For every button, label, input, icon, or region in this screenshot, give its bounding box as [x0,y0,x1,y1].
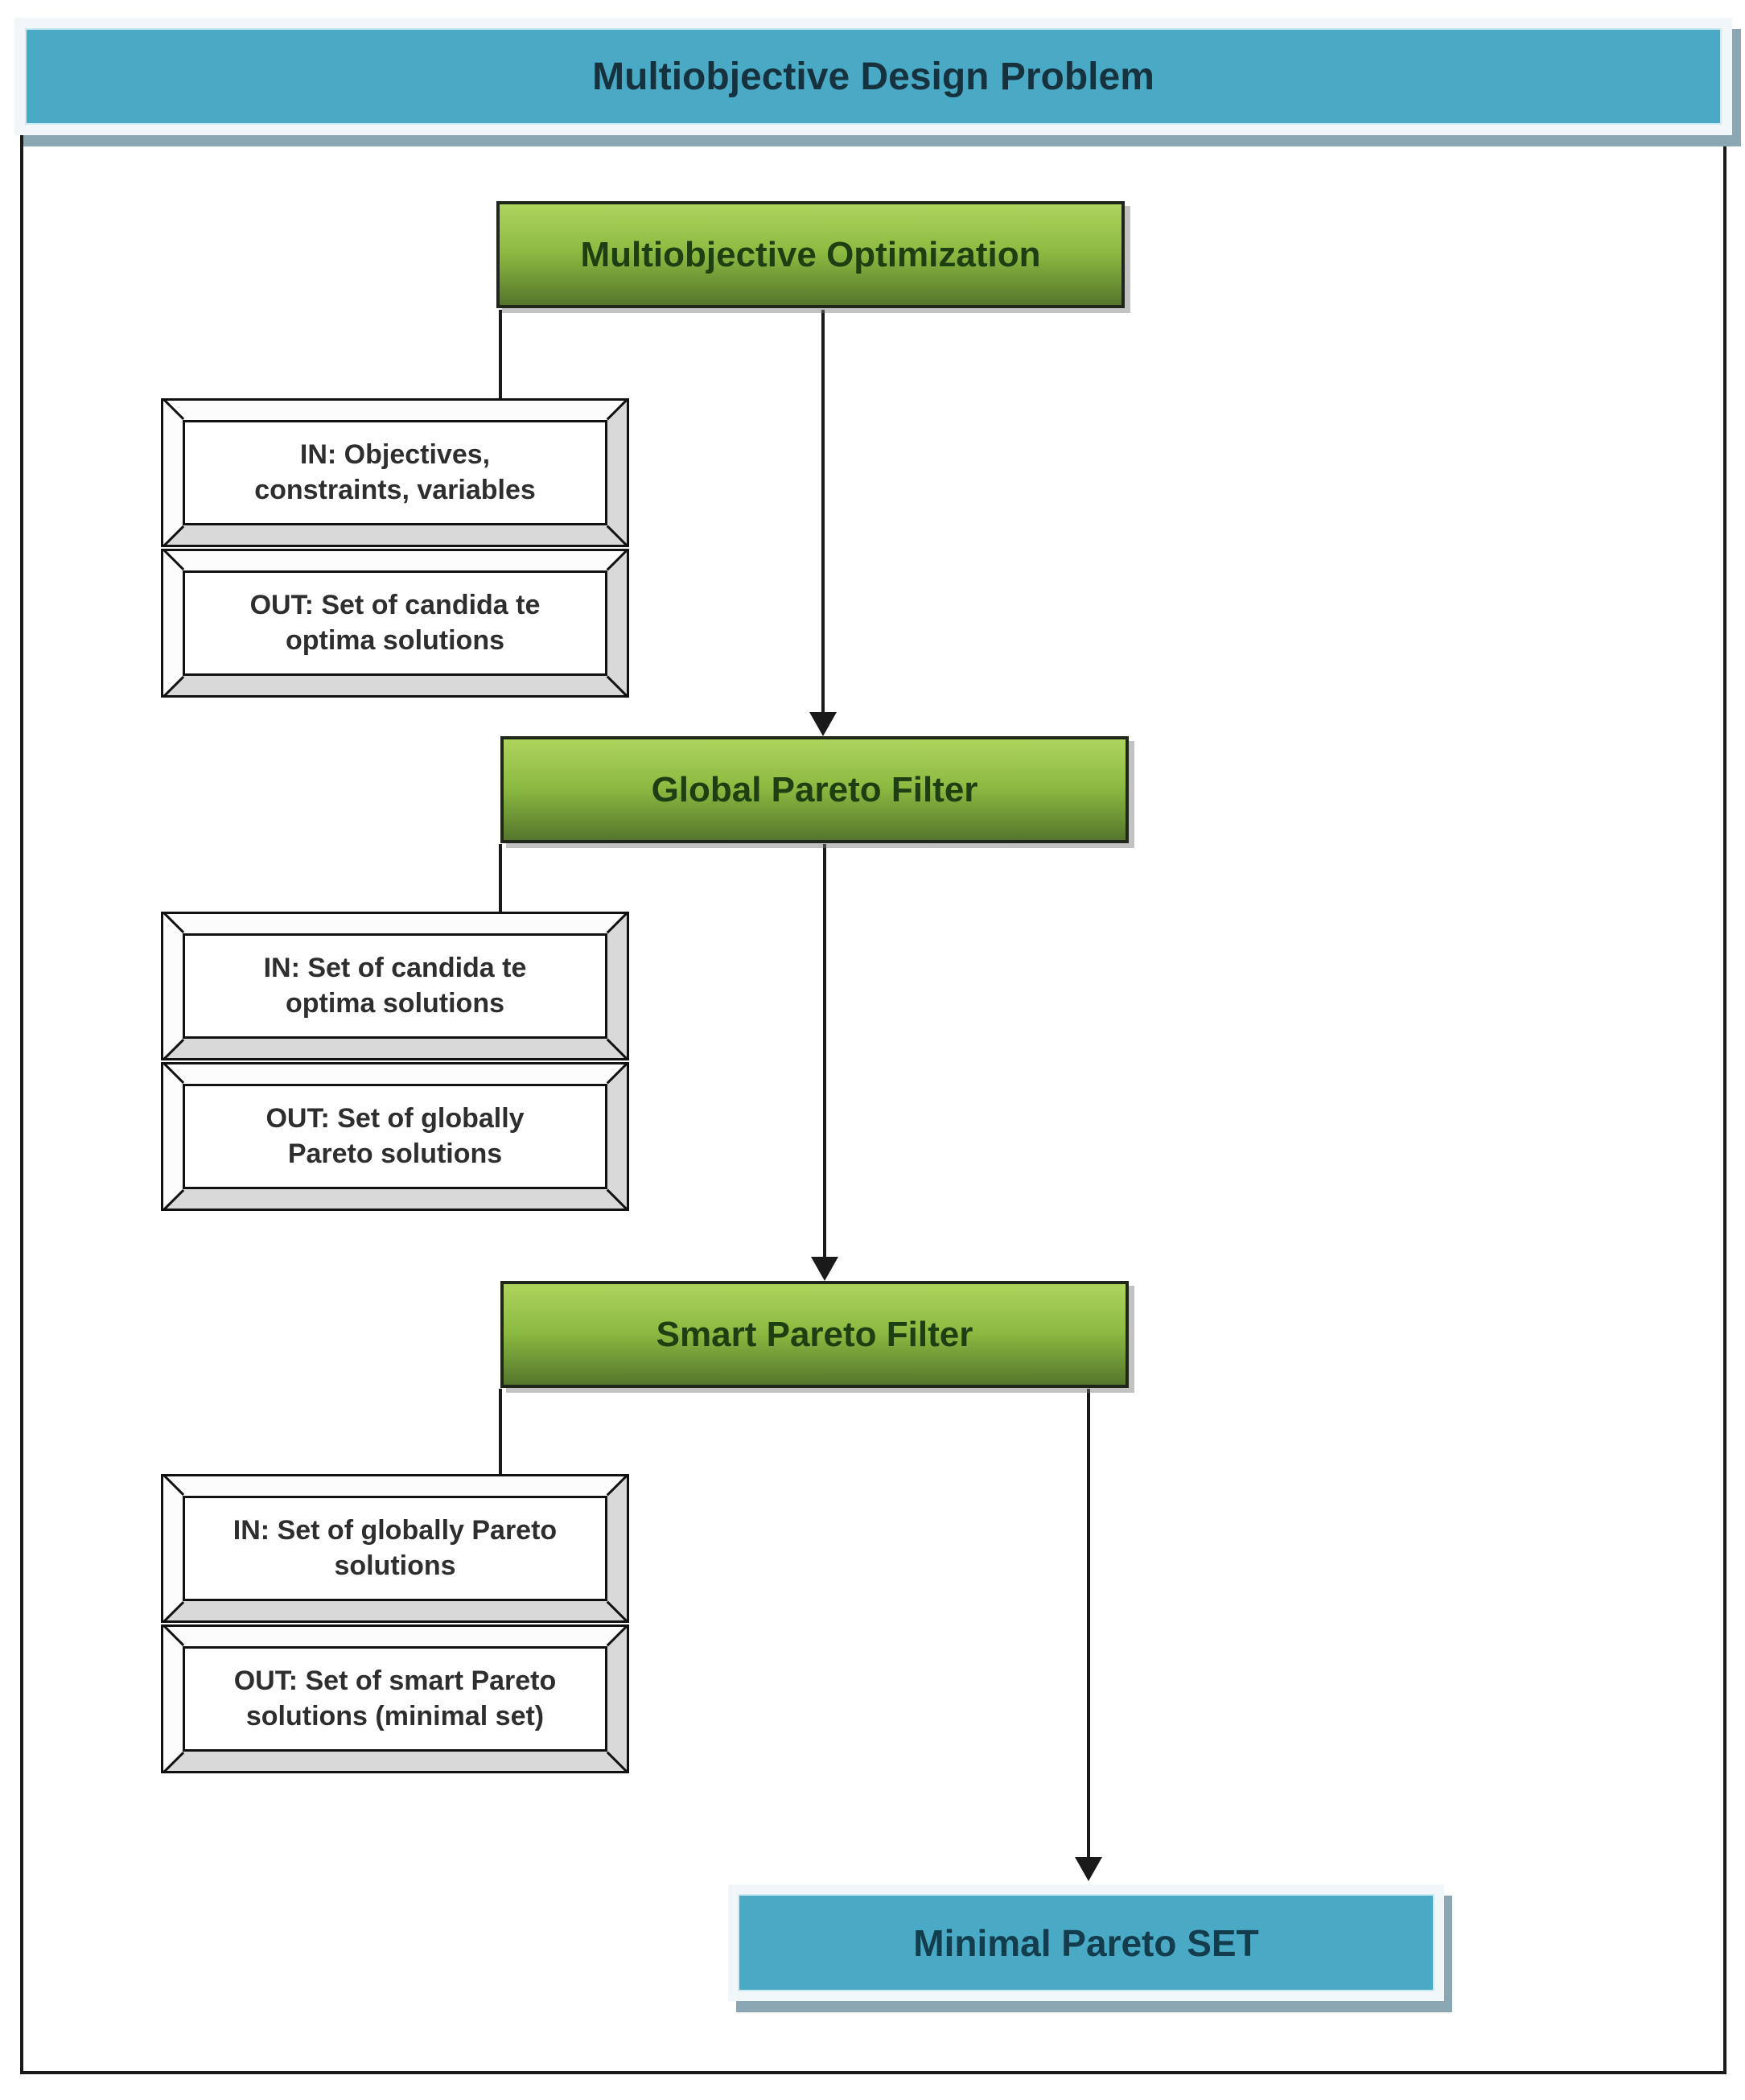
node-label: Minimal Pareto SET [913,1921,1259,1964]
io-box-text: IN: Set of globally Pareto solutions [183,1496,607,1601]
node-minimal-pareto-set: Minimal Pareto SET [728,1884,1444,2001]
io-box-out-2: OUT: Set of globally Pareto solutions [161,1062,629,1211]
node-smart-pareto-filter: Smart Pareto Filter [500,1281,1129,1388]
io-box-in-2: IN: Set of candida te optima solutions [161,912,629,1060]
connector-line [499,310,502,400]
io-box-bevel [163,1627,627,1771]
connector-line [821,310,825,714]
connector-line [1087,1389,1090,1857]
io-box-bevel [163,1476,627,1620]
node-label: Multiobjective Optimization [580,234,1041,274]
node-label: Smart Pareto Filter [656,1314,973,1354]
io-box-text: IN: Set of candida te optima solutions [183,933,607,1039]
connector-line [823,844,826,1257]
node-label: Global Pareto Filter [651,769,978,809]
result-node-fill: Minimal Pareto SET [738,1894,1434,1991]
io-box-bevel [163,401,627,545]
io-box-bevel [163,914,627,1058]
node-multiobjective-optimization: Multiobjective Optimization [496,201,1125,308]
arrowhead-down-icon [1075,1857,1102,1881]
io-box-in-1: IN: Objectives, constraints, variables [161,398,629,547]
io-box-text: IN: Objectives, constraints, variables [183,420,607,525]
node-global-pareto-filter: Global Pareto Filter [500,736,1129,843]
connector-line [499,844,502,913]
io-box-text: OUT: Set of candida te optima solutions [183,570,607,676]
io-box-bevel [163,1064,627,1209]
arrowhead-down-icon [811,1257,838,1281]
io-box-in-3: IN: Set of globally Pareto solutions [161,1474,629,1623]
io-box-bevel [163,551,627,695]
io-box-text: OUT: Set of smart Pareto solutions (mini… [183,1646,607,1752]
title-banner: Multiobjective Design Problem [14,18,1732,135]
io-box-out-1: OUT: Set of candida te optima solutions [161,549,629,698]
arrowhead-down-icon [809,712,837,736]
io-box-text: OUT: Set of globally Pareto solutions [183,1084,607,1189]
diagram-title: Multiobjective Design Problem [592,55,1154,98]
io-box-out-3: OUT: Set of smart Pareto solutions (mini… [161,1624,629,1773]
connector-line [499,1389,502,1476]
title-banner-fill: Multiobjective Design Problem [25,28,1722,125]
